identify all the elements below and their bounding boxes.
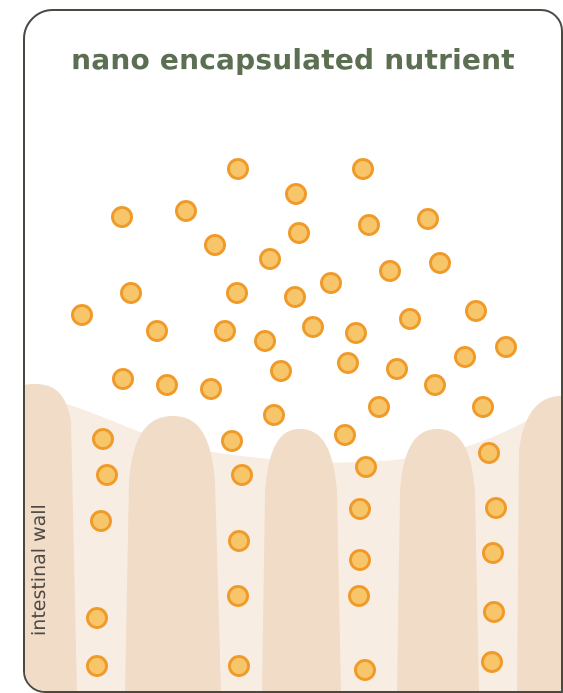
nutrient-particle [481,651,503,673]
nutrient-particle [358,214,380,236]
nutrient-particle [221,430,243,452]
nutrient-particle [482,542,504,564]
villi-group [25,384,561,691]
nutrient-particle [284,286,306,308]
intestine-scene [25,158,561,691]
diagram-title: nano encapsulated nutrient [71,43,515,76]
nutrient-particle [111,206,133,228]
nutrient-particle [227,585,249,607]
nutrient-particle [156,374,178,396]
nutrient-particle [355,456,377,478]
nutrient-particle [337,352,359,374]
nutrient-particle [175,200,197,222]
nutrient-particle [146,320,168,342]
nutrient-particle [86,655,108,677]
nutrient-particle [483,601,505,623]
nutrient-particle [112,368,134,390]
nutrient-particle [454,346,476,368]
particles-group [71,158,517,681]
nutrient-particle [349,498,371,520]
nutrient-particle [214,320,236,342]
nutrient-particle [472,396,494,418]
nutrient-particle [429,252,451,274]
nutrient-particle [334,424,356,446]
diagram-panel: nano encapsulated nutrient intestinal wa… [23,9,563,693]
nutrient-particle [399,308,421,330]
nutrient-particle [96,464,118,486]
nutrient-particle [345,322,367,344]
nutrient-particle [226,282,248,304]
nutrient-particle [228,655,250,677]
nutrient-particle [200,378,222,400]
nutrient-particle [259,248,281,270]
nutrient-particle [254,330,276,352]
nutrient-particle [263,404,285,426]
nutrient-particle [386,358,408,380]
villus [517,396,561,691]
nutrient-particle [270,360,292,382]
nutrient-particle [465,300,487,322]
nutrient-particle [285,183,307,205]
nutrient-particle [368,396,390,418]
nutrient-particle [354,659,376,681]
nutrient-particle [71,304,93,326]
nutrient-particle [485,497,507,519]
nutrient-particle [478,442,500,464]
nutrient-particle [204,234,226,256]
villus [25,384,77,691]
nutrient-particle [227,158,249,180]
nutrient-particle [302,316,324,338]
nutrient-particle [379,260,401,282]
nutrient-particle [231,464,253,486]
nutrient-particle [349,549,371,571]
nutrient-particle [495,336,517,358]
nutrient-particle [417,208,439,230]
nutrient-particle [348,585,370,607]
nutrient-particle [228,530,250,552]
nutrient-particle [120,282,142,304]
intestinal-wall-label: intestinal wall [28,504,50,636]
nutrient-particle [90,510,112,532]
nutrient-particle [352,158,374,180]
villus [397,429,479,691]
nutrient-particle [288,222,310,244]
nutrient-particle [86,607,108,629]
villus [262,429,341,691]
villus [125,416,221,691]
nutrient-particle [424,374,446,396]
nutrient-particle [92,428,114,450]
nutrient-particle [320,272,342,294]
